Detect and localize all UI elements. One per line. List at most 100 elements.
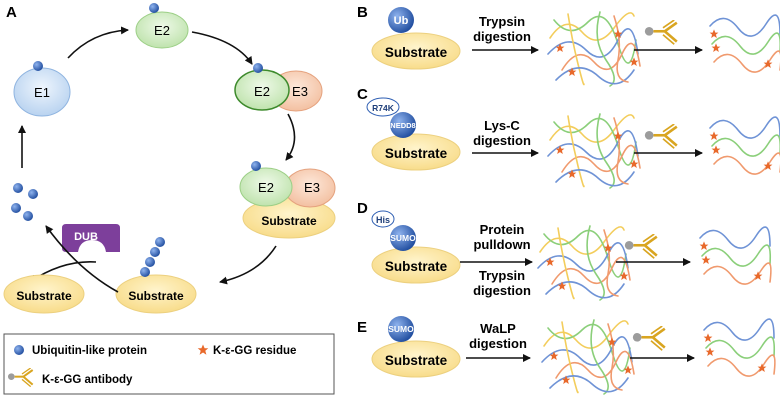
enriched-peptides (703, 318, 776, 377)
k-gg-star-icon (709, 29, 719, 38)
ubl-dot (33, 61, 43, 71)
enriched-peptides (709, 116, 780, 175)
peptide-strand (705, 336, 776, 359)
sumo-sphere (390, 225, 416, 251)
legend-ubl-label: Ubiquitin-like protein (32, 345, 147, 357)
peptide-strand (699, 226, 771, 249)
panel-b-letter: B (357, 4, 368, 21)
ubl-dot (150, 247, 160, 257)
peptide-strand (549, 12, 635, 41)
step-line3: Trypsin (479, 268, 525, 283)
k-gg-star-icon (549, 351, 559, 360)
step-line2: digestion (469, 336, 527, 351)
substrate-label: Substrate (385, 146, 448, 161)
peptide-strand (555, 67, 635, 85)
e2-label: E2 (258, 180, 274, 195)
antibody-icon (644, 20, 679, 46)
peptide-strand (549, 114, 635, 143)
k-gg-star-icon (555, 43, 565, 52)
legend-ubl-icon (14, 345, 24, 355)
k-gg-star-icon (703, 333, 713, 342)
peptide-strand (555, 350, 635, 379)
enriched-peptides (699, 226, 772, 285)
panel-c-letter: C (357, 86, 368, 103)
peptide-strand (607, 323, 623, 391)
peptide-strand (701, 244, 772, 267)
polyubiquitinated-substrate: Substrate (115, 237, 197, 314)
ub-sphere (388, 7, 414, 33)
tag-label: SUMO (388, 324, 414, 334)
e2-label: E2 (154, 23, 170, 38)
dub-label: DUB (74, 231, 98, 243)
tag-label: SUMO (390, 233, 416, 243)
peptide-strand (709, 116, 780, 139)
step-line2: pulldown (473, 237, 530, 252)
peptide-strand (537, 242, 629, 272)
peptide-strand (545, 281, 625, 299)
peptide-strand (543, 320, 629, 349)
peptide-strand (561, 42, 641, 71)
tag-label: NEDD8 (390, 121, 415, 130)
peptide-strand (555, 169, 635, 187)
panel-a-letter: A (6, 4, 17, 21)
e1-label: E1 (34, 85, 50, 100)
peptide-strand (539, 226, 625, 255)
peptide-strand (547, 28, 639, 58)
peptide-mixture (537, 225, 631, 301)
step-line1: Lys-C (484, 118, 520, 133)
e2-e3-complex: E2 E3 (234, 63, 323, 112)
peptide-strand (613, 15, 629, 83)
k-gg-star-icon (699, 241, 709, 250)
panel-d-letter: D (357, 200, 368, 217)
ubl-dot (251, 161, 261, 171)
free-ubiquitins (11, 183, 38, 221)
peptide-strand (586, 225, 605, 301)
antibody-icon (624, 234, 659, 260)
e1-enzyme: E1 (13, 61, 71, 117)
mutant-tag-label: R74K (372, 103, 395, 113)
substrate-label: Substrate (128, 289, 184, 303)
ubl-dot (28, 189, 38, 199)
step-line4: digestion (473, 283, 531, 298)
peptide-strand (709, 14, 780, 37)
peptide-strand (561, 144, 641, 173)
peptide-strand (567, 13, 585, 86)
step-line1: WaLP (480, 321, 516, 336)
k-gg-star-icon (545, 257, 555, 266)
substrate-label: Substrate (261, 214, 317, 228)
panel-c: C Substrate R74K NEDD8 Lys-C digestion (357, 86, 780, 189)
peptide-strand (713, 152, 780, 175)
peptide-strand (711, 32, 780, 55)
peptide-mixture (541, 319, 635, 395)
peptide-strand (551, 256, 631, 285)
dub-enzyme: DUB (62, 224, 120, 252)
e2-e3-substrate-complex: E2 E3 Substrate (239, 161, 336, 239)
antibody-icon (632, 326, 667, 352)
substrate-label: Substrate (385, 259, 448, 274)
peptide-strand (703, 262, 772, 285)
peptide-strand (567, 115, 585, 188)
peptide-strand (713, 50, 780, 73)
peptide-strand (711, 134, 780, 157)
panel-e: E Substrate SUMO WaLP digestion (357, 316, 776, 395)
peptide-strand (596, 11, 615, 87)
ubl-dot (140, 267, 150, 277)
panel-e-letter: E (357, 319, 367, 336)
peptide-strand (703, 318, 775, 341)
peptide-strand (590, 319, 609, 395)
peptide-mixture (547, 11, 641, 87)
affinity-tag-label: His (376, 215, 390, 225)
k-gg-star-icon (709, 131, 719, 140)
e2-top: E2 (135, 3, 189, 49)
peptide-strand (561, 321, 579, 394)
legend-residue-label: K-ε-GG residue (213, 345, 296, 357)
panel-a: A E2 E1 E2 E3 E2 (3, 3, 336, 395)
peptide-strand (557, 227, 575, 300)
k-gg-star-icon (701, 255, 711, 264)
e3-label: E3 (292, 84, 308, 99)
peptide-strand (596, 113, 615, 189)
peptide-strand (707, 354, 776, 377)
step-line2: digestion (473, 133, 531, 148)
enriched-peptides (709, 14, 780, 73)
step-line2: digestion (473, 29, 531, 44)
